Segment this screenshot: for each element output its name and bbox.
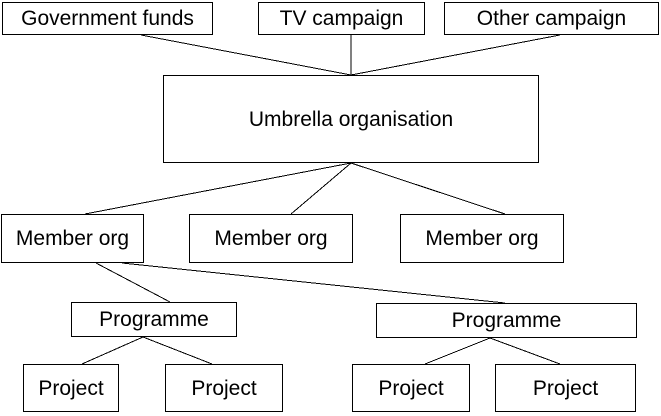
node-programme-2[interactable]: Programme: [376, 303, 637, 338]
node-label-project-2: Project: [191, 376, 257, 400]
node-project-1[interactable]: Project: [23, 364, 119, 412]
node-label-umbrella-org: Umbrella organisation: [248, 107, 454, 131]
node-label-tv-campaign: TV campaign: [279, 7, 404, 30]
node-label-programme-1: Programme: [99, 308, 209, 331]
node-label-project-1: Project: [38, 376, 104, 400]
node-label-member-org-1: Member org: [15, 227, 130, 250]
node-other-campaign[interactable]: Other campaign: [444, 2, 659, 35]
node-project-2[interactable]: Project: [165, 364, 283, 412]
node-member-org-3[interactable]: Member org: [400, 214, 564, 263]
node-programme-1[interactable]: Programme: [71, 302, 237, 337]
node-label-other-campaign: Other campaign: [476, 7, 627, 30]
node-project-3[interactable]: Project: [352, 364, 470, 412]
node-government-funds[interactable]: Government funds: [2, 2, 213, 35]
node-tv-campaign[interactable]: TV campaign: [258, 2, 425, 35]
node-label-project-3: Project: [378, 376, 444, 400]
node-label-member-org-3: Member org: [425, 227, 539, 250]
node-label-project-4: Project: [532, 376, 599, 400]
node-umbrella-org[interactable]: Umbrella organisation: [163, 75, 539, 163]
node-member-org-2[interactable]: Member org: [189, 214, 353, 263]
node-member-org-1[interactable]: Member org: [1, 214, 144, 263]
node-project-4[interactable]: Project: [495, 364, 636, 412]
node-label-member-org-2: Member org: [214, 227, 328, 250]
node-label-government-funds: Government funds: [21, 7, 194, 30]
node-label-programme-2: Programme: [451, 309, 562, 332]
